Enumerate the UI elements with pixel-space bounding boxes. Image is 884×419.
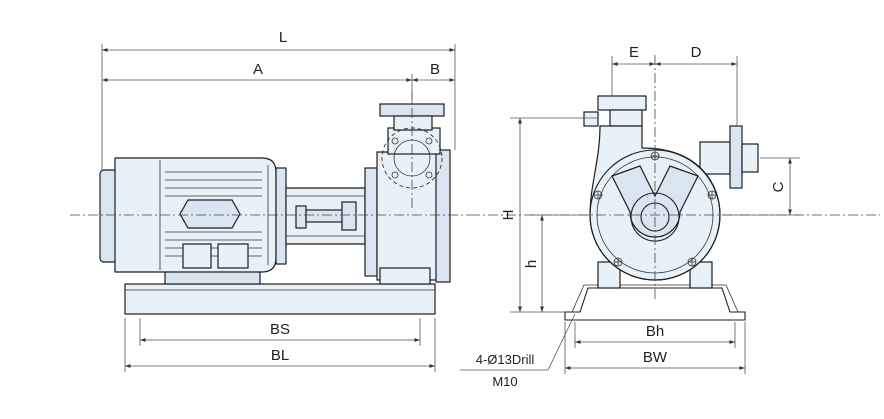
pump-cover <box>435 149 451 283</box>
label-BL: BL <box>271 347 289 364</box>
pump-neck <box>387 127 441 155</box>
motor-leg <box>182 243 212 269</box>
label-A: A <box>253 61 263 78</box>
label-BW: BW <box>643 349 668 366</box>
base-plate <box>124 283 436 315</box>
shaft <box>305 209 347 223</box>
coupling <box>295 205 307 229</box>
front-foot <box>689 261 713 289</box>
thread-note: M10 <box>492 374 517 389</box>
label-h: h <box>523 260 540 268</box>
pump-support <box>379 267 431 285</box>
suction-nozzle <box>741 143 759 173</box>
flange-bolts <box>391 137 433 179</box>
label-C: C <box>770 181 787 192</box>
terminal-box <box>179 199 241 229</box>
pump-casing <box>376 151 446 281</box>
label-BS: BS <box>270 321 290 338</box>
drill-note: 4-Ø13Drill <box>476 352 535 367</box>
dimensions-front <box>460 56 800 374</box>
base-bracket <box>564 287 746 321</box>
side-view <box>99 103 451 315</box>
front-foot <box>597 261 621 289</box>
label-H: H <box>500 210 517 221</box>
discharge-pipe-front <box>609 109 643 127</box>
discharge-stub <box>583 111 599 127</box>
dimensions-side <box>101 44 456 372</box>
pump-flange <box>364 167 378 277</box>
suction-pipe-front <box>699 141 731 175</box>
motor-leg <box>217 243 249 269</box>
motor-flange <box>275 167 287 265</box>
label-B: B <box>430 61 440 78</box>
drill-leader <box>460 313 576 371</box>
discharge-flange-front <box>597 95 647 111</box>
label-D: D <box>691 44 702 61</box>
label-E: E <box>629 44 639 61</box>
label-Bh: Bh <box>646 323 664 340</box>
discharge-nozzle <box>393 115 433 131</box>
label-L: L <box>279 29 287 46</box>
suction-flange-front <box>729 125 743 189</box>
front-view <box>564 95 759 321</box>
coupling <box>341 201 357 231</box>
